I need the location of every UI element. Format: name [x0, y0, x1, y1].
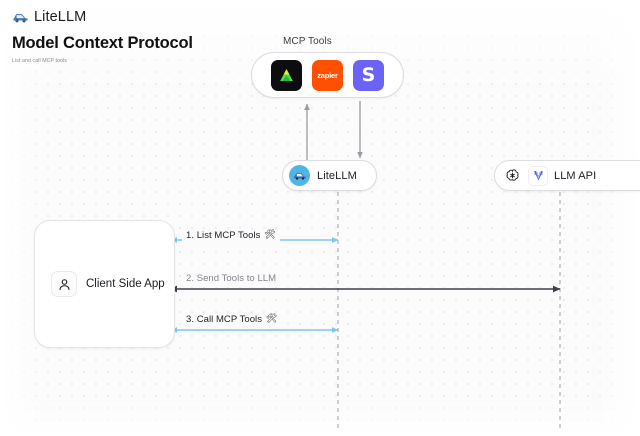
tools-icon: 🛠 [264, 230, 276, 240]
dark-triangle-tool-icon[interactable] [271, 59, 302, 91]
edge-label-1-text: 1. List MCP Tools [186, 230, 261, 241]
node-client-side-app-label: Client Side App [86, 278, 165, 290]
zapier-wordmark: zapier [317, 70, 338, 80]
slack-s-tool-icon[interactable]: S [353, 59, 384, 91]
edge-label-list-mcp-tools: 1. List MCP Tools 🛠 [182, 230, 280, 241]
page-header: LiteLLM Model Context Protocol List and … [0, 0, 640, 64]
edge-label-call-mcp-tools: 3. Call MCP Tools 🛠 [182, 314, 282, 325]
openai-icon [502, 165, 522, 186]
edge-label-send-tools-to-llm: 2. Send Tools to LLM [182, 273, 281, 284]
slack-letter: S [361, 63, 376, 86]
page-title: Model Context Protocol [12, 34, 193, 52]
litellm-car-icon [13, 14, 28, 23]
node-litellm[interactable]: LiteLLM [282, 160, 377, 191]
brand[interactable]: LiteLLM [0, 0, 640, 25]
node-litellm-label: LiteLLM [317, 169, 357, 182]
litellm-avatar-icon [289, 165, 310, 186]
node-llm-api[interactable]: LLM API [494, 160, 640, 191]
zapier-tool-icon[interactable]: zapier [312, 59, 343, 91]
edge-label-3-text: 3. Call MCP Tools [186, 314, 263, 325]
anthropic-icon [528, 165, 548, 186]
page-subtitle: List and call MCP tools [12, 58, 67, 64]
node-llm-api-label: LLM API [554, 169, 597, 182]
user-icon [51, 271, 77, 297]
mcp-tools-group[interactable]: zapier S [251, 52, 404, 98]
triangle-glyph [280, 68, 293, 81]
edge-label-2-text: 2. Send Tools to LLM [186, 273, 277, 284]
node-client-side-app[interactable]: Client Side App [34, 220, 175, 348]
tools-icon: 🛠 [266, 314, 278, 324]
mcp-tools-label: MCP Tools [283, 36, 332, 47]
brand-name: LiteLLM [34, 9, 87, 25]
